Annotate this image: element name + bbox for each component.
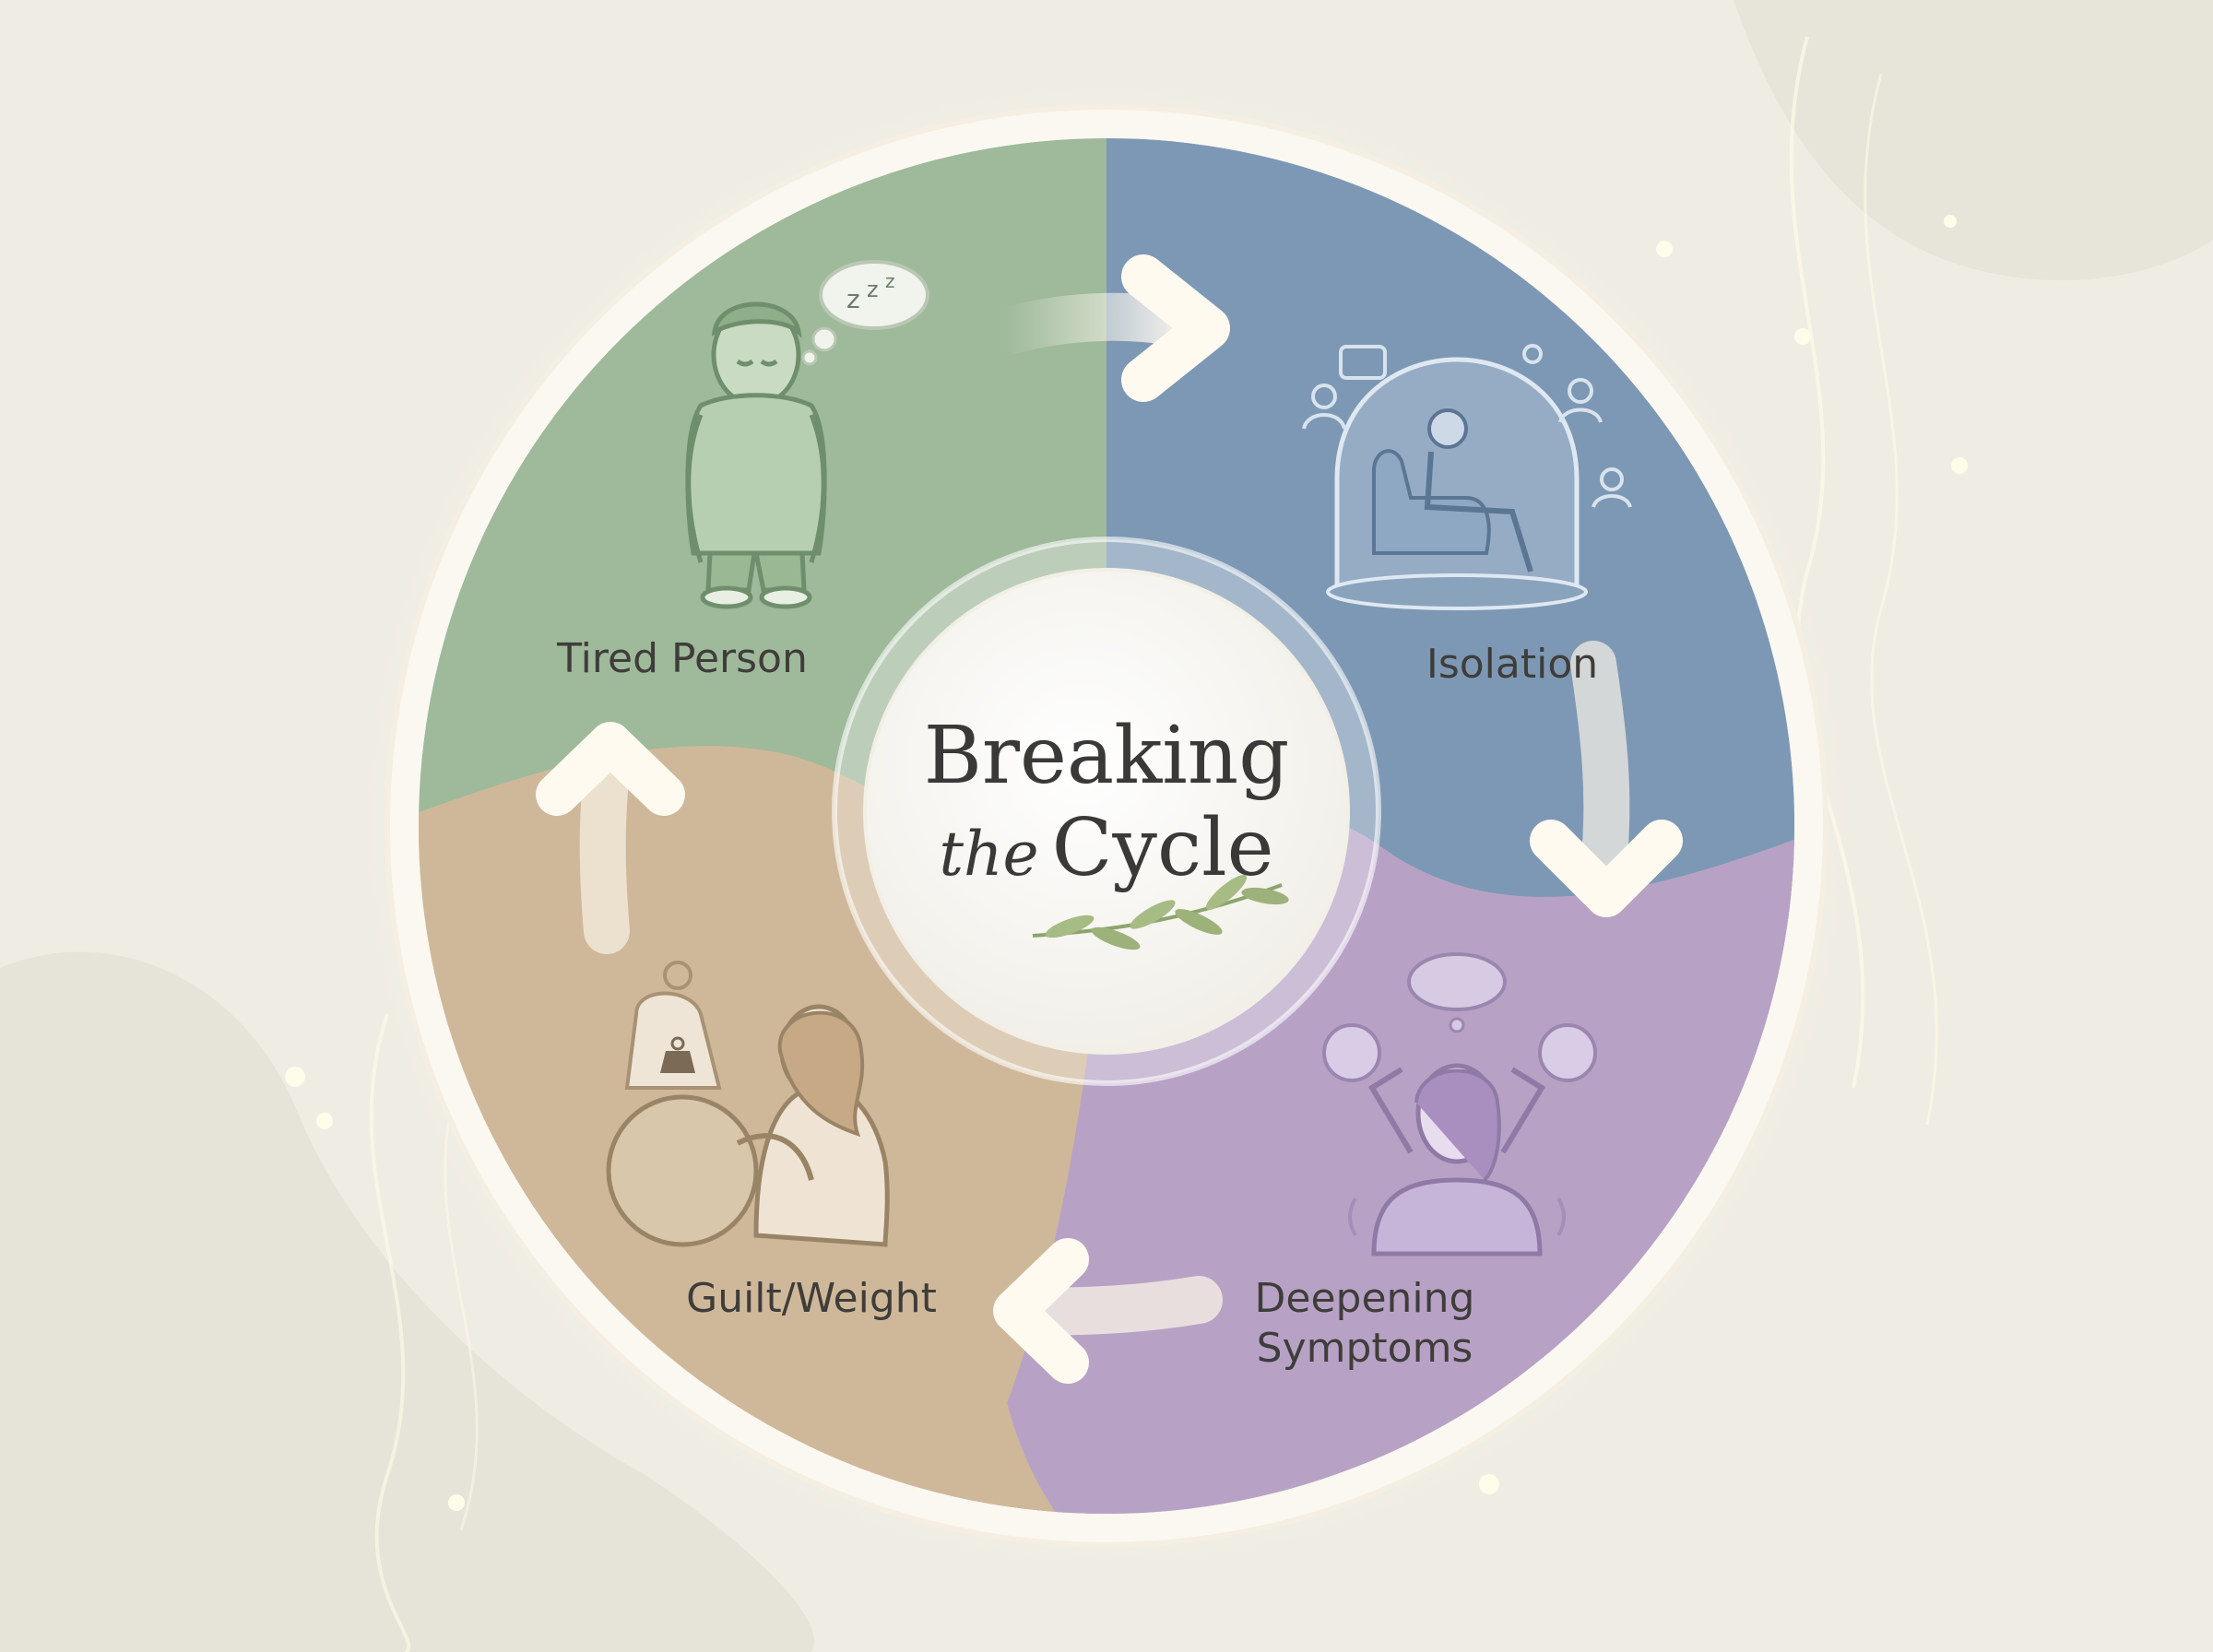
stage-label-symptoms: Symptoms bbox=[1256, 1325, 1473, 1372]
arrow-down-icon bbox=[1530, 641, 1683, 917]
stage-label-deepening: Deepening bbox=[1254, 1275, 1475, 1322]
svg-text:z: z bbox=[846, 284, 860, 314]
title-line-1: Breaking bbox=[923, 710, 1290, 802]
stressed-person-icon bbox=[1322, 952, 1597, 1257]
arrow-left-icon bbox=[993, 1238, 1223, 1384]
stage-label-tired-person: Tired Person bbox=[557, 635, 808, 682]
stage-label-guilt-weight: Guilt/Weight bbox=[686, 1275, 937, 1322]
isolation-bubble-icon bbox=[1302, 344, 1632, 610]
svg-text:z: z bbox=[885, 270, 895, 292]
guilt-weight-icon bbox=[606, 961, 890, 1247]
tired-person-icon bbox=[685, 301, 827, 609]
olive-branch-icon bbox=[1032, 874, 1289, 950]
arrow-up-icon bbox=[536, 722, 685, 954]
zzz-thought-icon: z z z bbox=[801, 260, 929, 366]
cycle-arrows bbox=[536, 254, 1683, 1384]
arrow-right-icon bbox=[981, 254, 1230, 402]
stage-label-isolation: Isolation bbox=[1426, 641, 1599, 688]
weight-icon bbox=[660, 1036, 695, 1073]
title-emphasis: the bbox=[939, 819, 1039, 890]
center-circle bbox=[863, 568, 1350, 1055]
svg-text:z: z bbox=[867, 277, 879, 302]
title-word-cycle: Cycle bbox=[1051, 802, 1274, 894]
